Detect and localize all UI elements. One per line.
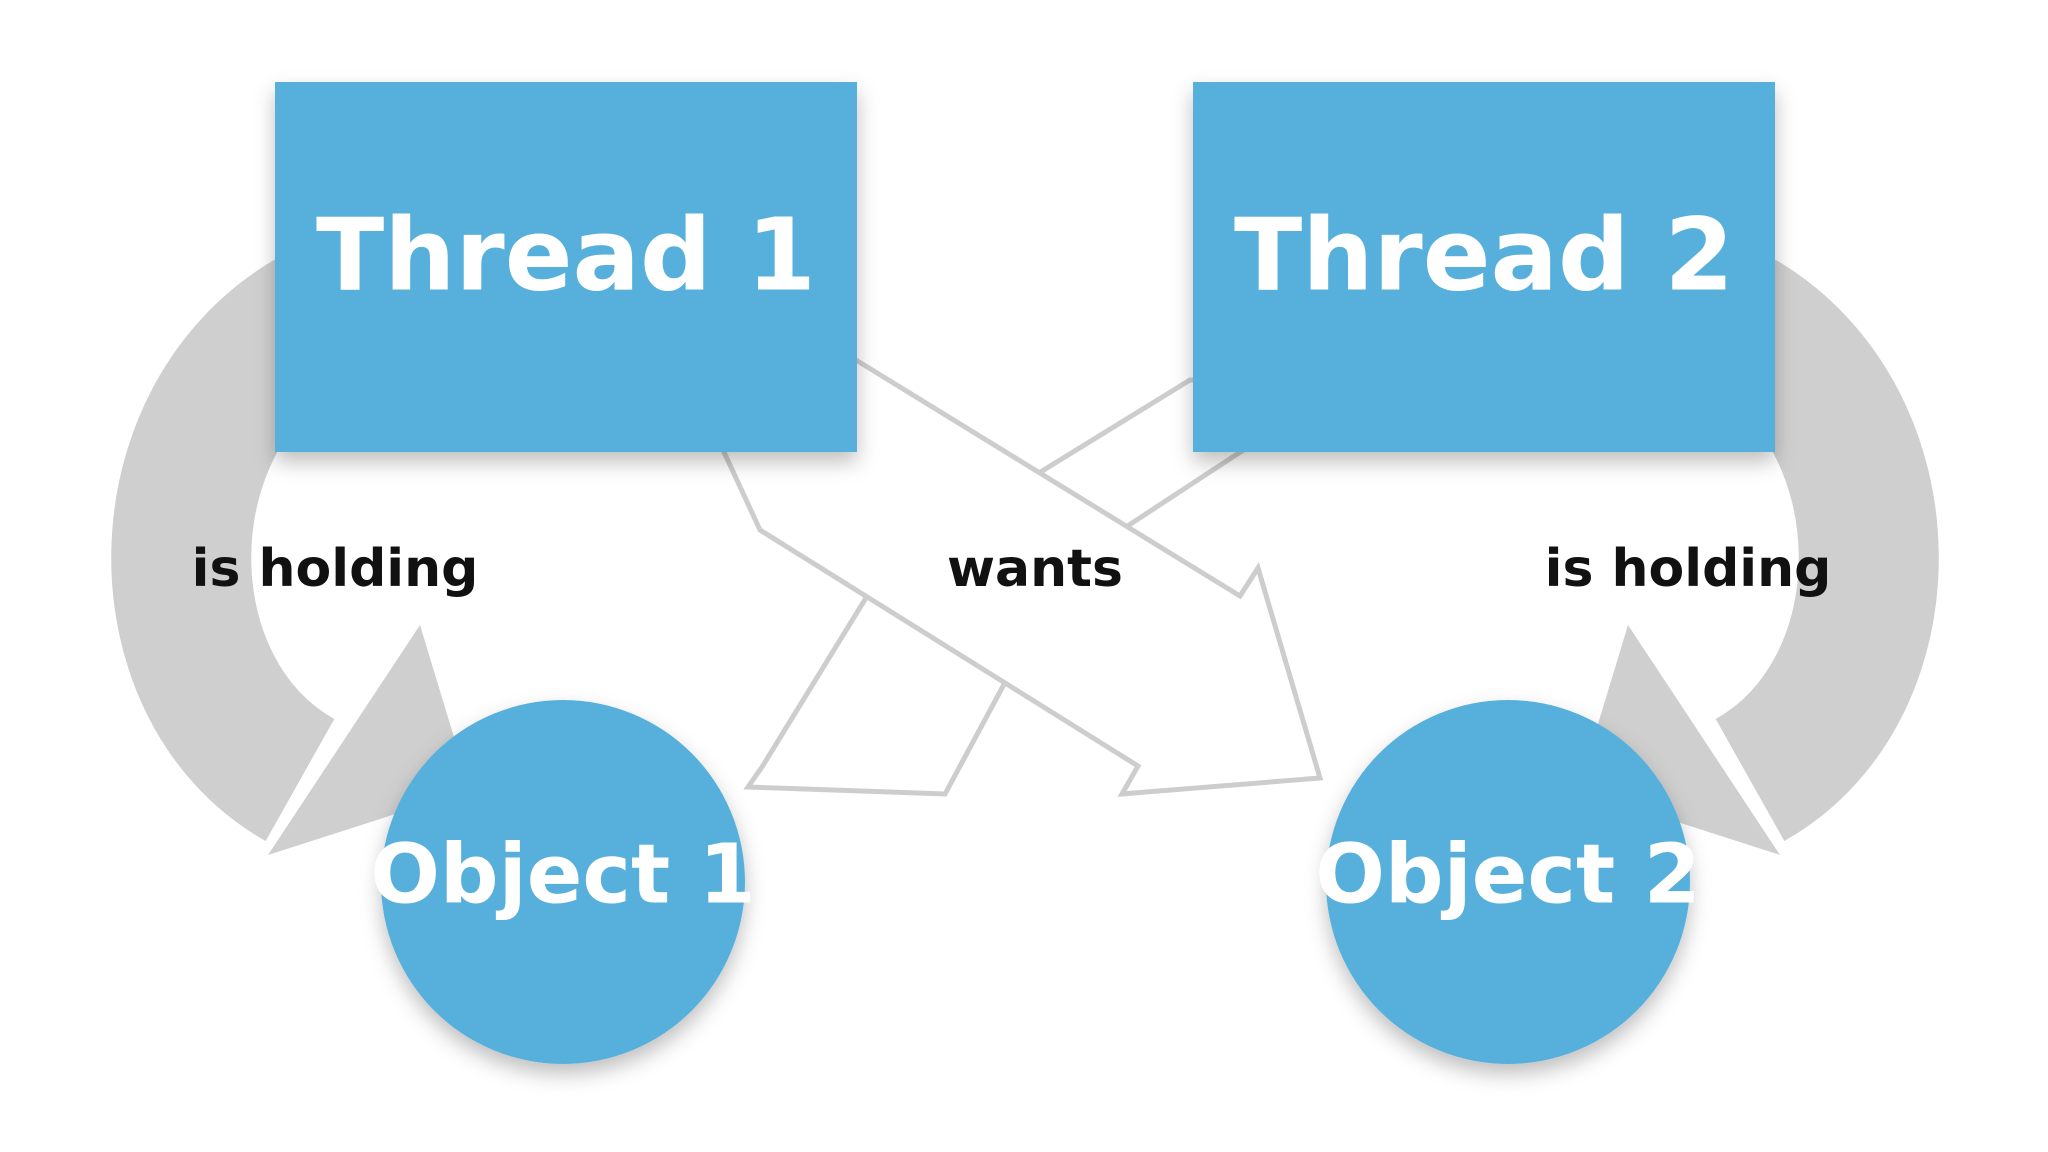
thread-1-node: Thread 1	[275, 82, 857, 452]
wants-arrow-thread1-to-object2	[696, 357, 1324, 797]
thread-2-node: Thread 2	[1193, 82, 1775, 452]
object-2-label: Object 2	[1315, 827, 1701, 922]
thread-1-label: Thread 1	[316, 196, 816, 313]
object-1-node: Object 1	[370, 700, 756, 1064]
holding-label-left: is holding	[192, 539, 479, 599]
wants-label: wants	[947, 539, 1123, 599]
holding-label-right: is holding	[1545, 539, 1832, 599]
object-1-label: Object 1	[370, 827, 756, 922]
thread-2-label: Thread 2	[1234, 196, 1734, 313]
object-2-node: Object 2	[1315, 700, 1701, 1064]
